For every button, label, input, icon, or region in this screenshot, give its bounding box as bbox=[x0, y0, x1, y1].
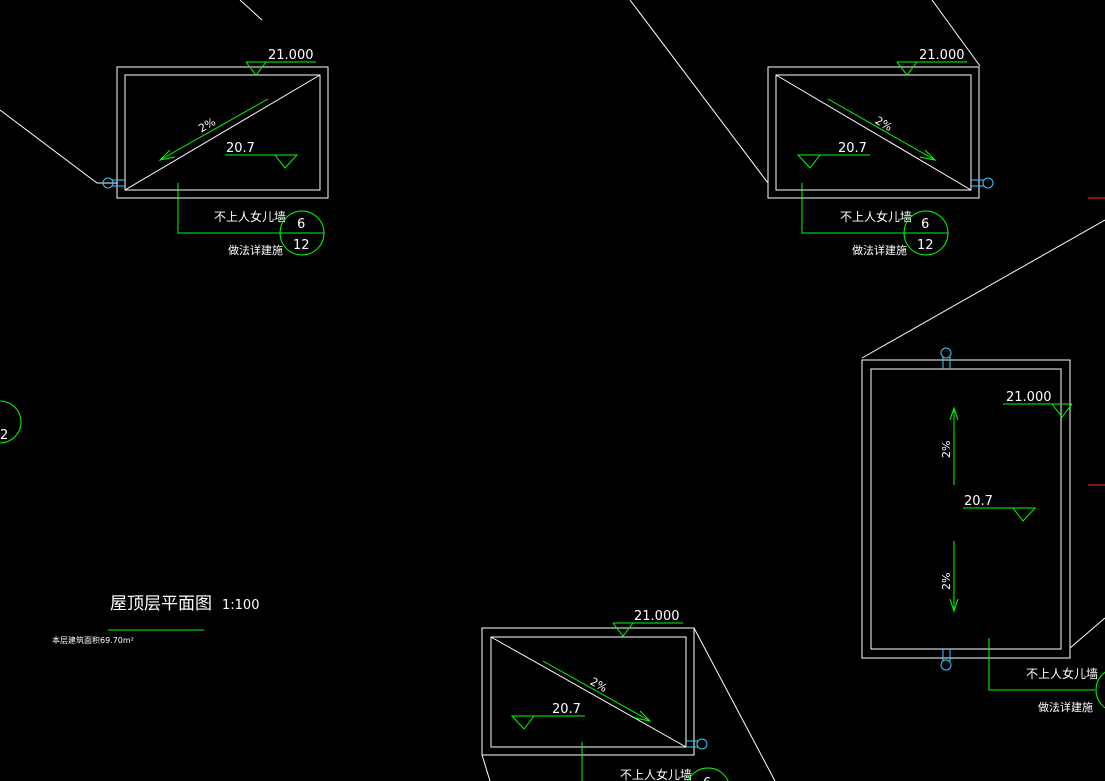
note-parapet: 不上人女儿墙 bbox=[214, 209, 286, 224]
detail-number: 6 bbox=[703, 776, 711, 781]
drain-elevation: 20.7 bbox=[552, 702, 581, 717]
parapet-inner bbox=[870, 368, 1062, 650]
title-block: 屋顶层平面图 1:100 本层建筑面积69.70m² bbox=[52, 594, 259, 645]
arrow-head bbox=[158, 149, 176, 161]
roof-1: 21.000 2% 20.7 不上人女儿墙 做法详建施 6 12 bbox=[102, 48, 329, 257]
ridge-line bbox=[490, 636, 687, 748]
area-note: 本层建筑面积69.70m² bbox=[52, 635, 134, 645]
arrow-head bbox=[919, 149, 937, 161]
elevation-marker bbox=[1051, 403, 1073, 418]
detail-number: 6 bbox=[297, 217, 305, 232]
outline-line bbox=[239, 0, 263, 21]
slope-arrow bbox=[159, 98, 269, 161]
note-detail: 做法详建施 bbox=[852, 243, 907, 257]
slope-label-a: 2% bbox=[940, 441, 953, 458]
note-detail: 做法详建施 bbox=[1038, 700, 1093, 714]
note-leader bbox=[801, 183, 904, 234]
parapet-inner bbox=[775, 74, 972, 191]
slope-label: 2% bbox=[873, 114, 895, 134]
note-leader bbox=[988, 638, 1095, 691]
parapet-outer bbox=[481, 627, 695, 756]
outline-line bbox=[693, 627, 776, 781]
arrow-head bbox=[949, 598, 959, 613]
slope-arrow bbox=[827, 98, 936, 161]
note-parapet: 不上人女儿墙 bbox=[620, 767, 692, 781]
parapet-outer bbox=[767, 66, 980, 199]
drawing-scale: 1:100 bbox=[222, 598, 259, 613]
drain-icon bbox=[696, 738, 708, 750]
drain-elevation: 20.7 bbox=[964, 494, 993, 509]
detail-index-circle bbox=[687, 767, 729, 781]
drain-icon bbox=[940, 347, 952, 359]
outline-line bbox=[1069, 617, 1105, 649]
arrow-head bbox=[634, 710, 652, 722]
drain-elev-marker bbox=[225, 154, 299, 169]
drain-elev-marker bbox=[963, 507, 1037, 522]
drawing-title: 屋顶层平面图 bbox=[110, 594, 212, 614]
slope-arrow bbox=[542, 660, 651, 722]
parapet-inner bbox=[124, 74, 321, 191]
outline-line bbox=[0, 109, 117, 184]
edge-detail-number: 2 bbox=[0, 428, 8, 443]
slope-label-b: 2% bbox=[940, 573, 953, 590]
elevation-marker bbox=[612, 622, 634, 637]
drain-elevation: 20.7 bbox=[838, 141, 867, 156]
drain-elevation: 20.7 bbox=[226, 141, 255, 156]
arrow-head bbox=[949, 406, 959, 421]
outline-line bbox=[481, 754, 491, 781]
note-parapet: 不上人女儿墙 bbox=[1026, 666, 1098, 681]
detail-index-circle bbox=[1095, 671, 1105, 709]
drain-elev-marker bbox=[796, 154, 870, 169]
slope-label: 2% bbox=[196, 115, 218, 135]
elevation-marker bbox=[896, 61, 918, 76]
sheet-number: 12 bbox=[917, 238, 934, 253]
drain-elev-marker bbox=[510, 715, 585, 730]
drain-icon bbox=[940, 659, 952, 671]
parapet-outer bbox=[861, 359, 1071, 659]
ridge-line bbox=[124, 74, 321, 191]
drain-icon bbox=[102, 177, 114, 189]
slope-label: 2% bbox=[588, 675, 610, 695]
top-elevation: 21.000 bbox=[919, 48, 965, 63]
detail-number: 6 bbox=[921, 217, 929, 232]
top-elevation: 21.000 bbox=[634, 609, 680, 624]
elevation-marker bbox=[245, 61, 267, 76]
roof-4: 21.000 2% 20.7 不上人女儿墙 6 bbox=[481, 609, 729, 781]
note-detail: 做法详建施 bbox=[228, 243, 283, 257]
parapet-inner bbox=[490, 636, 687, 748]
ridge-line bbox=[775, 74, 972, 191]
note-parapet: 不上人女儿墙 bbox=[840, 209, 912, 224]
sheet-number: 12 bbox=[293, 238, 310, 253]
drain-icon bbox=[982, 177, 994, 189]
roof-2: 21.000 2% 20.7 不上人女儿墙 做法详建施 6 12 bbox=[767, 48, 994, 257]
note-leader bbox=[177, 183, 282, 234]
outline-line bbox=[861, 219, 1105, 359]
detail-circle bbox=[0, 400, 22, 444]
roof-3: 21.000 2% 20.7 2% 不上人女儿墙 做法详建施 bbox=[861, 347, 1105, 714]
parapet-outer bbox=[116, 66, 329, 199]
outline-line bbox=[931, 0, 981, 67]
top-elevation: 21.000 bbox=[1006, 390, 1052, 405]
edge-detail-symbol: 2 bbox=[0, 400, 22, 444]
top-elevation: 21.000 bbox=[268, 48, 314, 63]
outline-line bbox=[629, 0, 769, 184]
